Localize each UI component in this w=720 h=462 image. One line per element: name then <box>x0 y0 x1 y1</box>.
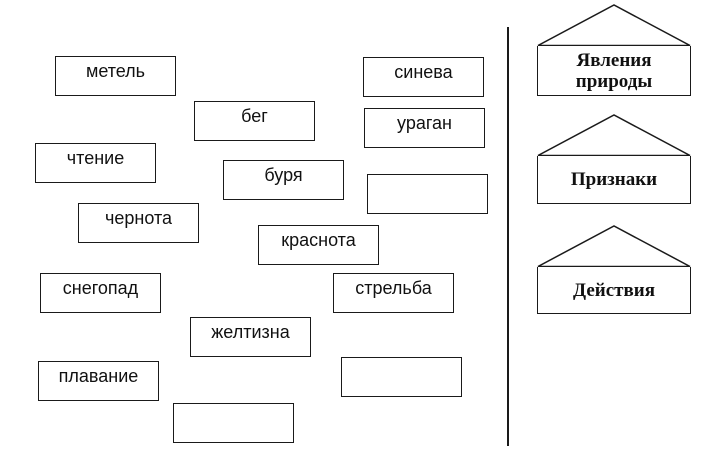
category-house-actions[interactable]: Действия <box>537 225 691 314</box>
category-label: Действия <box>537 267 691 314</box>
house-roof <box>537 4 691 46</box>
word-card-chtenie[interactable]: чтение <box>35 143 156 183</box>
house-roof <box>537 114 691 156</box>
house-roof <box>537 225 691 267</box>
word-card-sineva[interactable]: синева <box>363 57 484 97</box>
word-card-strelba[interactable]: стрельба <box>333 273 454 313</box>
word-card-empty[interactable] <box>341 357 462 397</box>
word-card-empty[interactable] <box>173 403 294 443</box>
word-card-burya[interactable]: буря <box>223 160 344 200</box>
category-label: Признаки <box>537 156 691 204</box>
word-card-plavanie[interactable]: плавание <box>38 361 159 401</box>
word-card-metel[interactable]: метель <box>55 56 176 96</box>
word-card-zheltizna[interactable]: желтизна <box>190 317 311 357</box>
category-house-nature[interactable]: Явления природы <box>537 4 691 96</box>
word-card-chernota[interactable]: чернота <box>78 203 199 243</box>
word-card-uragan[interactable]: ураган <box>364 108 485 148</box>
vertical-divider <box>507 27 509 446</box>
category-label: Явления природы <box>537 46 691 96</box>
category-house-features[interactable]: Признаки <box>537 114 691 204</box>
word-card-empty[interactable] <box>367 174 488 214</box>
word-card-krasnota[interactable]: краснота <box>258 225 379 265</box>
word-card-beg[interactable]: бег <box>194 101 315 141</box>
word-card-snegopad[interactable]: снегопад <box>40 273 161 313</box>
